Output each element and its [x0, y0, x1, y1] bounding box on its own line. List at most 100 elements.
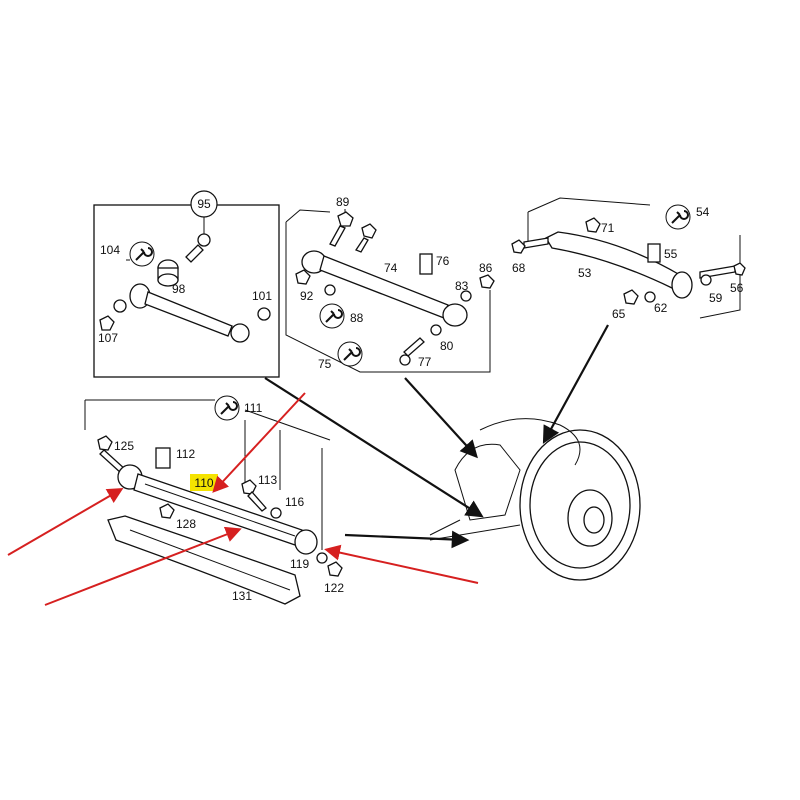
- red-annotations: [7, 392, 479, 606]
- label-74: 74: [384, 261, 398, 275]
- red-arrow-left-end: [7, 487, 124, 556]
- inset-left: 95 104 98 101 107: [93, 190, 280, 378]
- red-arrow-arm: [44, 526, 242, 606]
- hub-center: [583, 506, 605, 534]
- bolt-113-head: [241, 479, 257, 495]
- arm74-end-right: [442, 303, 468, 327]
- leader-arrow-left-inset: [264, 377, 484, 518]
- nut-65: [623, 289, 639, 305]
- nut-86: [479, 274, 495, 289]
- bolt-89: [329, 225, 346, 247]
- bolt-125-head: [97, 435, 113, 451]
- nut-122: [327, 561, 343, 577]
- label-54: 54: [696, 205, 710, 219]
- label-88: 88: [350, 311, 364, 325]
- washer-59: [700, 274, 712, 286]
- wheel-hub-assembly: [429, 418, 641, 581]
- knuckle-upper: [479, 418, 581, 466]
- arm110-end-right: [294, 529, 318, 555]
- nut-107: [99, 315, 115, 331]
- washer-83: [460, 290, 472, 302]
- bolt-upper: [355, 237, 369, 253]
- wrench-icon: [337, 341, 363, 367]
- label-92: 92: [300, 289, 314, 303]
- label-65: 65: [612, 307, 626, 321]
- inset-middle: 89 74 76 86 83 92 88 80 77 75: [285, 195, 495, 373]
- nut-part: [257, 307, 271, 321]
- leader-arrow-middle-inset: [404, 377, 478, 459]
- label-77: 77: [418, 355, 432, 369]
- wrench-icon: [665, 204, 691, 230]
- label-113: 113: [258, 473, 277, 487]
- label-80: 80: [440, 339, 454, 353]
- arm53-bushing: [671, 271, 693, 299]
- label-76: 76: [436, 254, 450, 268]
- label-86: 86: [479, 261, 493, 275]
- wrench-icon: [319, 303, 345, 329]
- crossmember-131: [107, 515, 301, 605]
- bolt-part: [185, 244, 204, 263]
- label-125: 125: [114, 439, 134, 453]
- label-104: 104: [100, 243, 120, 257]
- label-112: 112: [176, 447, 195, 461]
- inset-middle-frame: [285, 209, 491, 373]
- label-119: 119: [290, 557, 309, 571]
- nut-92: [295, 269, 311, 285]
- knuckle-body: [454, 443, 521, 521]
- label-55: 55: [664, 247, 678, 261]
- label-56: 56: [730, 281, 744, 295]
- highlight-110: [190, 474, 218, 491]
- label-89: 89: [336, 195, 350, 209]
- inset-right-frame: [527, 197, 741, 319]
- label-128: 128: [176, 517, 196, 531]
- label-116: 116: [285, 495, 304, 509]
- bushing-55: [647, 243, 661, 263]
- lower-frame-lines: [84, 399, 331, 550]
- red-arrow-110: [212, 392, 306, 493]
- washer-119: [316, 552, 328, 564]
- washer-92: [324, 284, 336, 296]
- label-68: 68: [512, 261, 526, 275]
- label-53: 53: [578, 266, 592, 280]
- label-62: 62: [654, 301, 668, 315]
- red-arrow-right-end: [324, 544, 479, 584]
- control-arm-part: [144, 291, 233, 337]
- label-131: 131: [232, 589, 252, 603]
- label-71: 71: [601, 221, 615, 235]
- washer-116: [270, 507, 282, 519]
- lower-assembly: 111 125 112 110 113 116 128 131 119 122: [84, 395, 344, 605]
- lower-link-hint: [429, 519, 521, 541]
- bolt-head: [197, 233, 211, 247]
- nut-71: [585, 217, 601, 233]
- label-101: 101: [252, 289, 272, 303]
- label-122: 122: [324, 581, 344, 595]
- label-59: 59: [709, 291, 723, 305]
- label-75: 75: [318, 357, 332, 371]
- label-83: 83: [455, 279, 469, 293]
- bushing-76: [419, 253, 433, 275]
- washer-80: [430, 324, 442, 336]
- washer-part: [113, 299, 127, 313]
- washer-62: [644, 291, 656, 303]
- label-98: 98: [172, 282, 186, 296]
- nut-upper: [361, 223, 377, 239]
- bushing-112: [155, 447, 171, 469]
- wrench-icon: [214, 395, 240, 421]
- label-95: 95: [197, 197, 211, 211]
- leader-arrow-right-inset: [542, 324, 609, 444]
- bolt-56-head: [733, 262, 746, 276]
- bolt-77: [403, 337, 425, 357]
- arm-end-right: [230, 323, 250, 343]
- bolt-68-head: [511, 239, 526, 254]
- nut-89: [337, 211, 354, 227]
- inset-left-frame: [93, 204, 280, 378]
- wrench-icon: [129, 241, 155, 267]
- bolt-77-head: [399, 354, 411, 366]
- nut-128: [159, 503, 175, 519]
- leader-arrow-lower: [344, 530, 470, 549]
- label-111: 111: [244, 401, 263, 415]
- label-110: 110: [194, 476, 213, 490]
- bushing-bottom: [157, 273, 179, 287]
- bolt-113: [247, 491, 267, 512]
